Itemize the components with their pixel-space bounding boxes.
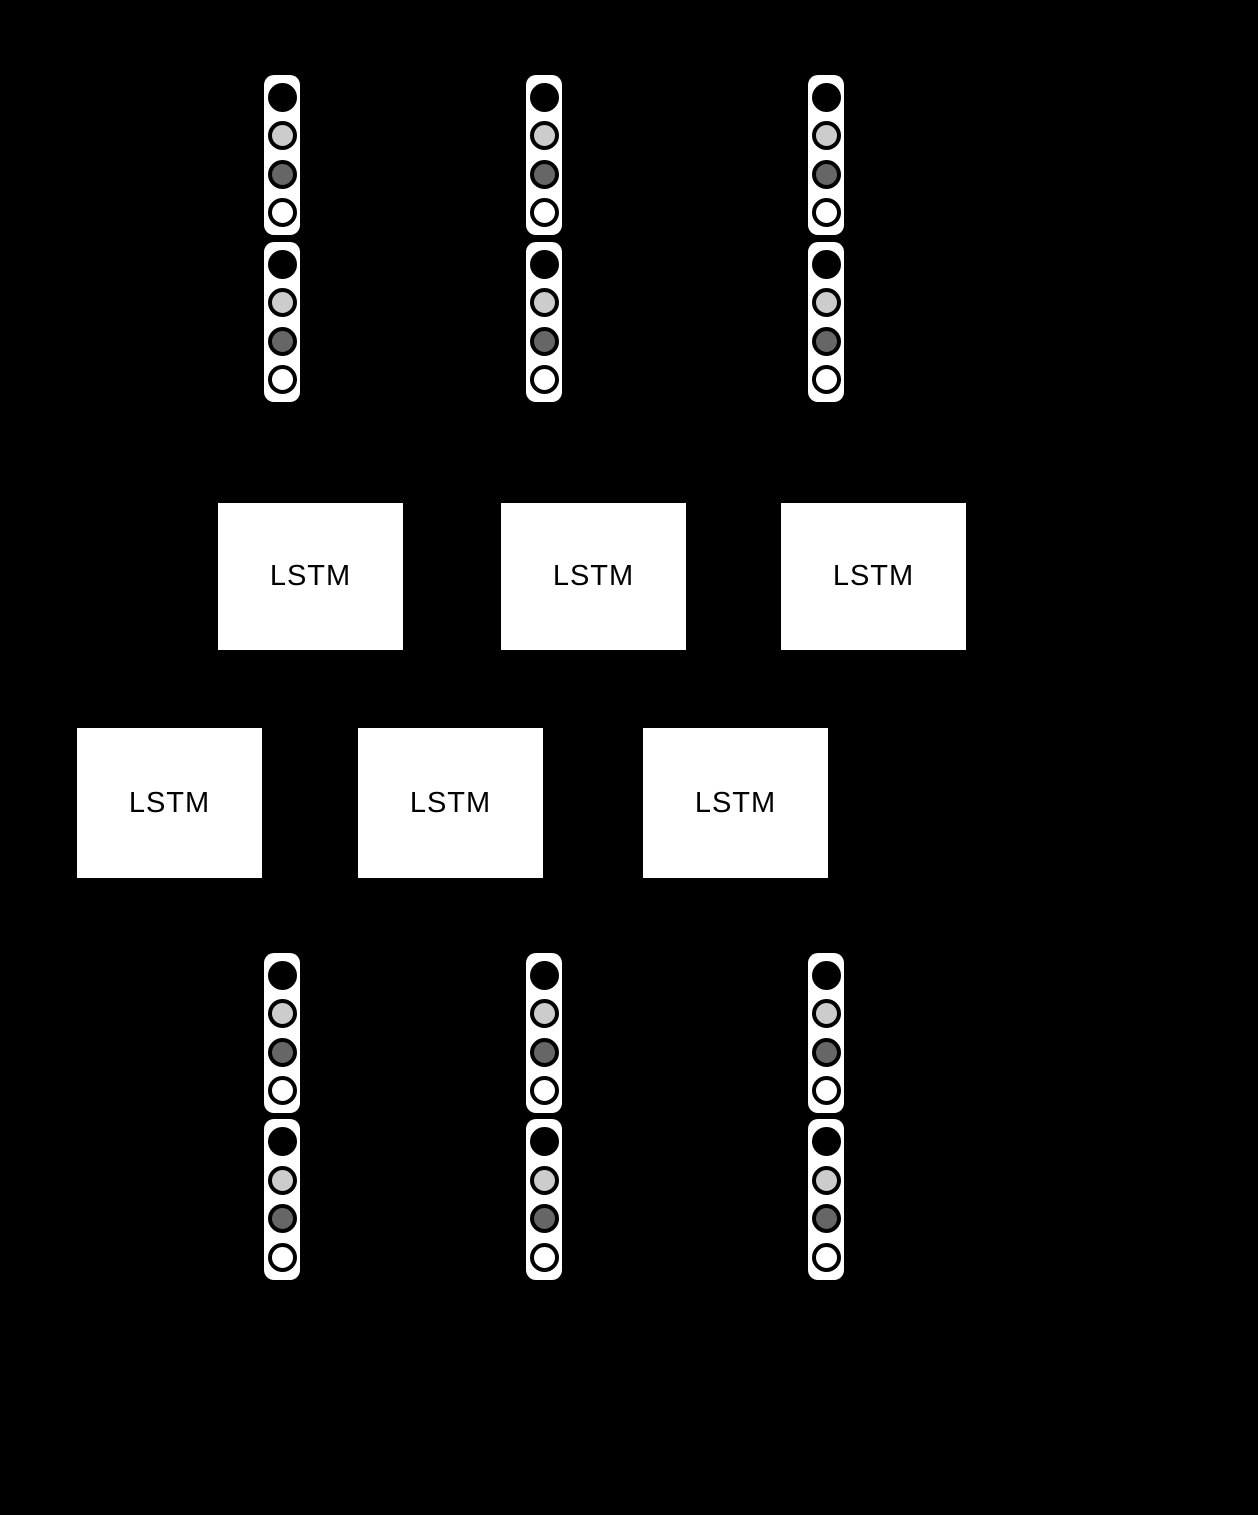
lstm-label: LSTM [552,560,635,592]
unit-circle-light-gray [811,1165,841,1195]
lstm-box: LSTM [358,728,543,878]
unit-circle-light-gray [267,1165,297,1195]
unit-circle-white [267,197,297,227]
unit-circle-light-gray [267,288,297,318]
unit-circle-dark-gray [267,1037,297,1067]
vector-capsule [526,242,562,402]
unit-circle-white [529,1075,559,1105]
lstm-label: LSTM [269,560,352,592]
unit-circle-dark-gray [529,159,559,189]
unit-circle-black [267,250,297,279]
unit-circle-white [811,364,841,394]
vector-capsule [264,75,300,235]
unit-circle-white [529,364,559,394]
vector-capsule [808,75,844,235]
unit-circle-light-gray [811,121,841,151]
unit-circle-black [811,961,841,990]
vector-capsule [526,953,562,1113]
unit-circle-dark-gray [267,1204,297,1234]
unit-circle-light-gray [529,999,559,1029]
unit-circle-black [811,83,841,112]
unit-circle-dark-gray [267,159,297,189]
vector-capsule [808,242,844,402]
unit-circle-light-gray [529,288,559,318]
vector-capsule [264,1119,300,1280]
unit-circle-black [529,83,559,112]
unit-circle-light-gray [267,121,297,151]
vector-capsule [264,242,300,402]
unit-circle-dark-gray [529,1204,559,1234]
unit-circle-black [267,1127,297,1156]
lstm-box: LSTM [218,503,403,650]
unit-circle-light-gray [811,999,841,1029]
vector-capsule [526,1119,562,1280]
unit-circle-dark-gray [811,1037,841,1067]
unit-circle-dark-gray [811,326,841,356]
unit-circle-dark-gray [529,1037,559,1067]
unit-circle-light-gray [529,121,559,151]
unit-circle-white [811,1075,841,1105]
unit-circle-white [267,1242,297,1272]
unit-circle-white [811,197,841,227]
unit-circle-black [529,961,559,990]
unit-circle-light-gray [811,288,841,318]
lstm-label: LSTM [832,560,915,592]
unit-circle-white [267,1075,297,1105]
unit-circle-dark-gray [811,1204,841,1234]
vector-capsule [526,75,562,235]
unit-circle-dark-gray [529,326,559,356]
unit-circle-black [529,250,559,279]
vector-capsule [808,1119,844,1280]
unit-circle-black [811,250,841,279]
unit-circle-white [529,197,559,227]
lstm-label: LSTM [694,786,777,819]
unit-circle-white [529,1242,559,1272]
unit-circle-black [267,83,297,112]
unit-circle-black [811,1127,841,1156]
unit-circle-light-gray [529,1165,559,1195]
unit-circle-black [529,1127,559,1156]
unit-circle-dark-gray [811,159,841,189]
lstm-box: LSTM [643,728,828,878]
vector-capsule [264,953,300,1113]
unit-circle-white [267,364,297,394]
vector-capsule [808,953,844,1113]
lstm-label: LSTM [128,786,211,819]
lstm-box: LSTM [501,503,686,650]
lstm-box: LSTM [77,728,262,878]
lstm-label: LSTM [409,786,492,819]
lstm-box: LSTM [781,503,966,650]
unit-circle-white [811,1242,841,1272]
unit-circle-light-gray [267,999,297,1029]
unit-circle-dark-gray [267,326,297,356]
unit-circle-black [267,961,297,990]
